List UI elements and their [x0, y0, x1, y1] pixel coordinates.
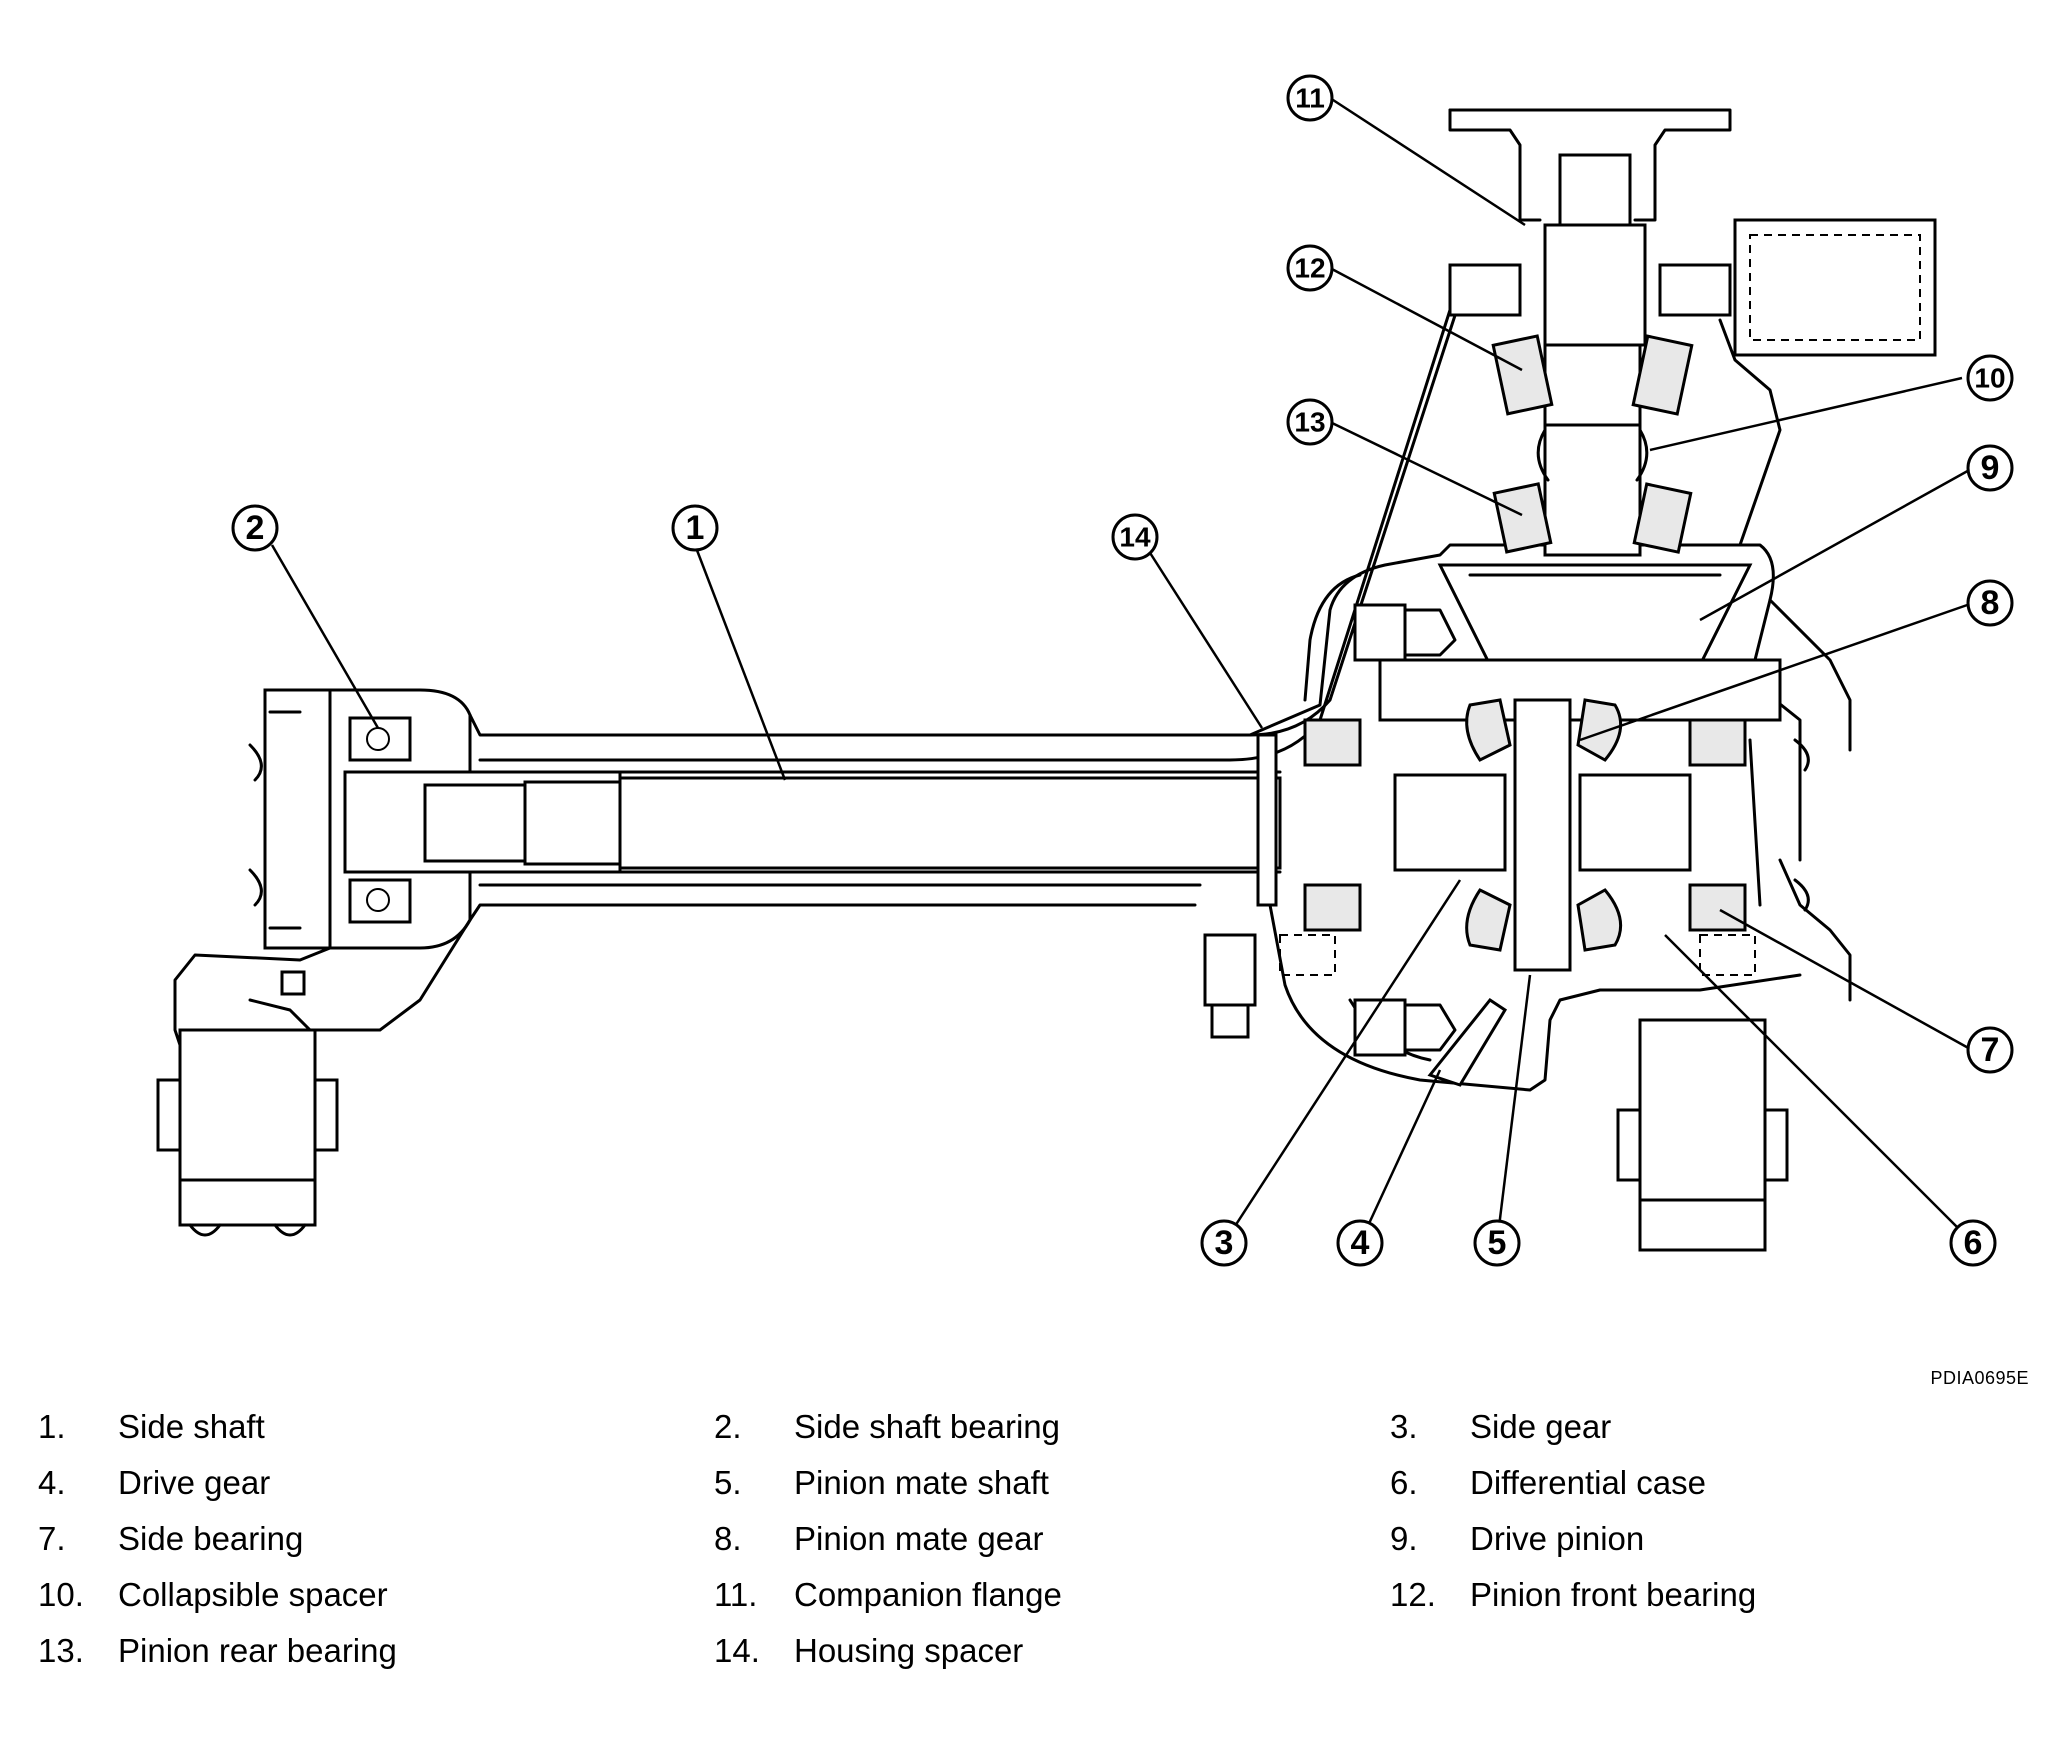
legend-label: Pinion mate gear: [794, 1520, 1044, 1557]
callout-1: 1: [671, 504, 719, 552]
pinion-stack: [1437, 108, 1937, 667]
callout-11-number: 11: [1295, 83, 1325, 114]
figure-code: PDIA0695E: [1930, 1368, 2029, 1388]
callout-9-number: 9: [1981, 449, 2000, 487]
callout-8: 8: [1966, 579, 2014, 627]
legend-number: 11.: [714, 1576, 758, 1613]
callout-2: 2: [231, 504, 279, 552]
callout-13-number: 13: [1294, 407, 1325, 438]
differential-cross-section-diagram: 1 2 3 4 5 6 7 8 9 10 11 12: [156, 74, 2014, 1267]
legend-label: Drive pinion: [1470, 1520, 1645, 1557]
legend-label: Pinion front bearing: [1470, 1576, 1757, 1613]
legend-label: Side shaft bearing: [794, 1408, 1061, 1445]
legend-number: 6.: [1390, 1464, 1418, 1501]
differential-gears: [1279, 603, 1810, 1087]
legend-number: 12.: [1390, 1576, 1436, 1613]
legend-label: Side bearing: [118, 1520, 304, 1557]
legend-number: 14.: [714, 1632, 760, 1669]
callout-10: 10: [1966, 354, 2014, 402]
callout-10-number: 10: [1974, 363, 2005, 394]
callout-14-number: 14: [1119, 522, 1151, 553]
legend-number: 9.: [1390, 1520, 1418, 1557]
callout-2-number: 2: [246, 509, 265, 547]
callout-1-number: 1: [686, 509, 705, 547]
callout-4-number: 4: [1351, 1224, 1370, 1262]
legend-number: 2.: [714, 1408, 742, 1445]
callout-11: 11: [1286, 74, 1334, 122]
legend-label: Housing spacer: [794, 1632, 1024, 1669]
left-housing: [156, 268, 1502, 1237]
callout-12: 12: [1286, 244, 1334, 292]
legend-number: 10.: [38, 1576, 84, 1613]
legend-number: 8.: [714, 1520, 742, 1557]
callout-3-number: 3: [1215, 1224, 1234, 1262]
callout-6-number: 6: [1964, 1224, 1983, 1262]
legend-label: Pinion mate shaft: [794, 1464, 1049, 1501]
legend-number: 5.: [714, 1464, 742, 1501]
callout-12-number: 12: [1294, 253, 1325, 284]
side-shaft-bearing: [248, 710, 412, 930]
legend-label: Side shaft: [118, 1408, 265, 1445]
legend-number: 3.: [1390, 1408, 1418, 1445]
callout-6: 6: [1949, 1219, 1997, 1267]
legend-label: Collapsible spacer: [118, 1576, 388, 1613]
callout-14: 14: [1111, 513, 1159, 561]
callout-4: 4: [1336, 1219, 1384, 1267]
callout-13: 13: [1286, 398, 1334, 446]
legend-number: 4.: [38, 1464, 66, 1501]
callout-7: 7: [1966, 1026, 2014, 1074]
leader-lines: [270, 96, 1974, 1244]
callout-5-number: 5: [1488, 1224, 1507, 1262]
legend-label: Pinion rear bearing: [118, 1632, 397, 1669]
legend-label: Companion flange: [794, 1576, 1062, 1613]
callout-7-number: 7: [1981, 1031, 2000, 1069]
callout-5: 5: [1473, 1219, 1521, 1267]
legend-number: 1.: [38, 1408, 66, 1445]
legend-label: Drive gear: [118, 1464, 271, 1501]
differential-carrier: [1203, 318, 1852, 1252]
legend-label: Differential case: [1470, 1464, 1707, 1501]
side-shaft: [343, 770, 1282, 874]
legend-number: 13.: [38, 1632, 84, 1669]
callout-3: 3: [1200, 1219, 1248, 1267]
legend-number: 7.: [38, 1520, 66, 1557]
callout-9: 9: [1966, 444, 2014, 492]
legend-label: Side gear: [1470, 1408, 1612, 1445]
callout-8-number: 8: [1981, 584, 2000, 622]
